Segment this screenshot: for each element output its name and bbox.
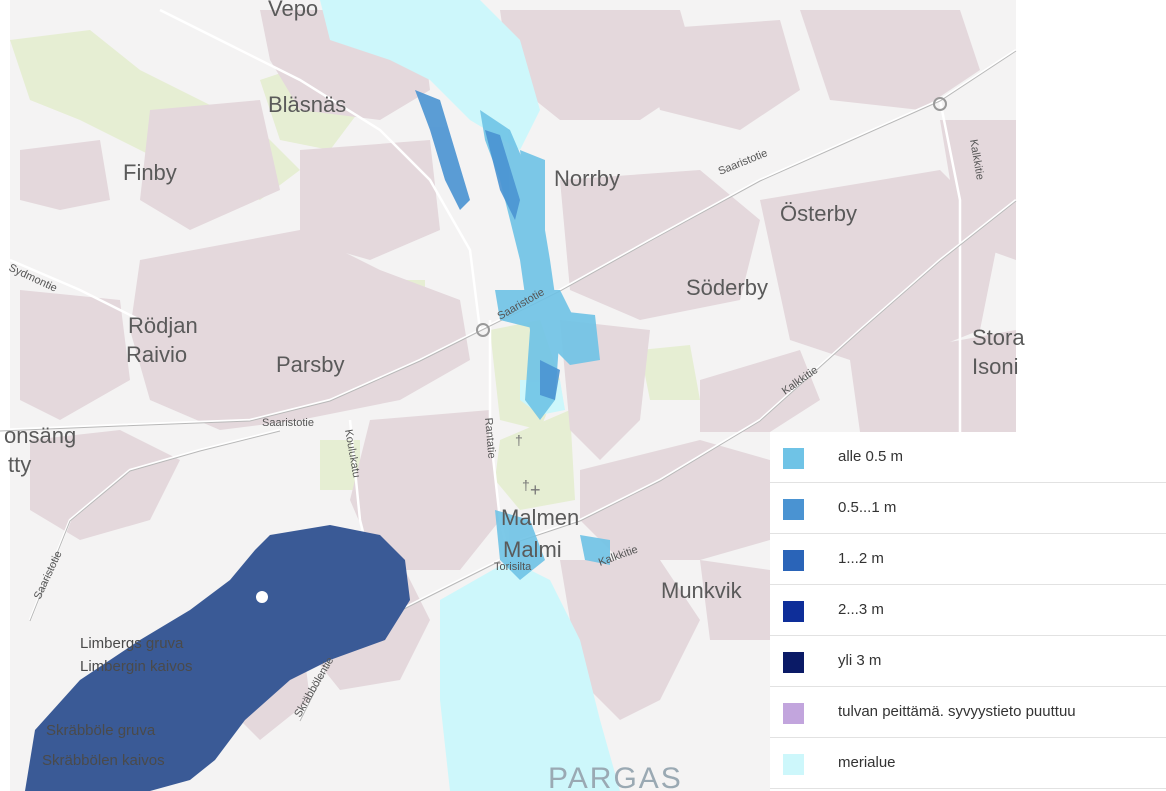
roundabout-icon bbox=[933, 97, 947, 111]
legend-label: merialue bbox=[838, 754, 896, 771]
legend-swatch bbox=[783, 550, 804, 571]
legend-row: 0.5...1 m bbox=[770, 483, 1166, 534]
place-label-isoni: Isoni bbox=[972, 354, 1018, 379]
flood-depth-legend: alle 0.5 m 0.5...1 m 1...2 m 2...3 m yli… bbox=[770, 432, 1166, 791]
place-label-rodjan: Rödjan bbox=[128, 313, 198, 338]
place-label-parsby: Parsby bbox=[276, 352, 344, 377]
map-left-edge bbox=[0, 0, 10, 791]
cross-icon: † bbox=[522, 477, 530, 493]
legend-swatch bbox=[783, 499, 804, 520]
legend-label: alle 0.5 m bbox=[838, 448, 904, 465]
place-label-norrby: Norrby bbox=[554, 166, 620, 191]
place-label-munkvik: Munkvik bbox=[661, 578, 743, 603]
place-label-malmen: Malmen bbox=[501, 505, 579, 530]
water-bodies bbox=[320, 0, 620, 791]
legend-label: yli 3 m bbox=[838, 652, 882, 669]
place-label-onsang: onsäng bbox=[4, 423, 76, 448]
lake-island bbox=[256, 591, 268, 603]
place-label-blasnas: Bläsnäs bbox=[268, 92, 346, 117]
place-label-vepo: Vepo bbox=[268, 0, 318, 21]
legend-row: 1...2 m bbox=[770, 534, 1166, 585]
legend-row: yli 3 m bbox=[770, 636, 1166, 687]
legend-label: 2...3 m bbox=[838, 601, 884, 618]
legend-swatch bbox=[783, 448, 804, 469]
place-label-pargas: PARGAS bbox=[548, 762, 683, 791]
legend-swatch bbox=[783, 754, 804, 775]
place-label-limbergin-kaivos: Limbergin kaivos bbox=[80, 658, 193, 675]
place-label-limbergs-gruva: Limbergs gruva bbox=[80, 635, 184, 652]
legend-row: 2...3 m bbox=[770, 585, 1166, 636]
flood-deep-lake bbox=[25, 525, 410, 791]
legend-label: 0.5...1 m bbox=[838, 499, 897, 516]
place-label-osterby: Österby bbox=[780, 201, 857, 226]
legend-row: merialue bbox=[770, 738, 1166, 789]
place-label-skrabbole-gruva: Skräbböle gruva bbox=[46, 722, 156, 739]
roundabout-icon bbox=[476, 323, 490, 337]
place-label-finby: Finby bbox=[123, 160, 177, 185]
legend-swatch bbox=[783, 703, 804, 724]
road-label-torisilta: Torisilta bbox=[494, 561, 532, 573]
place-label-soderby: Söderby bbox=[686, 275, 768, 300]
place-label-malmi: Malmi bbox=[503, 537, 562, 562]
flood-medium bbox=[415, 90, 560, 400]
legend-swatch bbox=[783, 601, 804, 622]
road-label-saaristotie: Saaristotie bbox=[262, 417, 314, 429]
place-label-stora: Stora bbox=[972, 325, 1025, 350]
legend-label: tulvan peittämä. syvyystieto puuttuu bbox=[838, 703, 1076, 720]
flood-shallow bbox=[480, 110, 610, 580]
plus-icon: + bbox=[530, 480, 541, 500]
legend-row: tulvan peittämä. syvyystieto puuttuu bbox=[770, 687, 1166, 738]
legend-swatch bbox=[783, 652, 804, 673]
place-label-raivio: Raivio bbox=[126, 342, 187, 367]
map-edge-blank bbox=[1016, 0, 1166, 432]
road-label-rantatie: Rantatie bbox=[482, 417, 498, 459]
legend-row: alle 0.5 m bbox=[770, 432, 1166, 483]
place-label-tty: tty bbox=[8, 452, 31, 477]
cross-icon: † bbox=[515, 432, 523, 448]
place-label-skrabbolen-kaivos: Skräbbölen kaivos bbox=[42, 752, 165, 769]
legend-label: 1...2 m bbox=[838, 550, 884, 567]
